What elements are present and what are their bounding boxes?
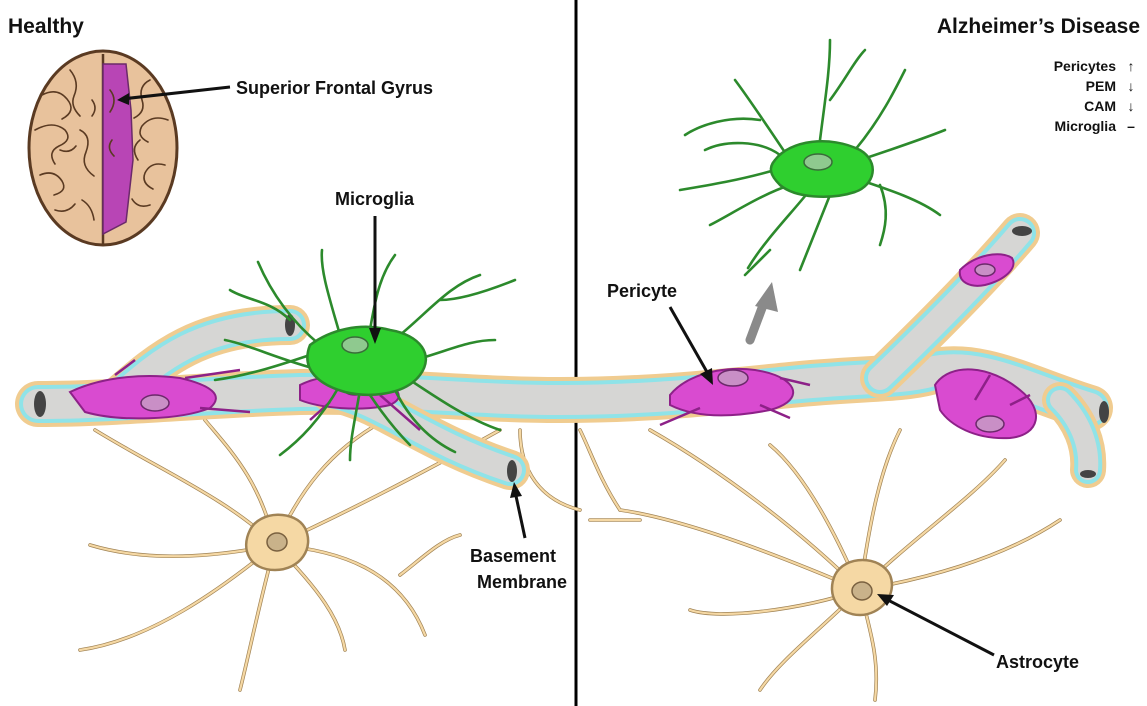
pericyte-label: Pericyte [607,281,677,301]
decrease-arrow-icon: ↓ [1128,98,1135,114]
legend-label-microglia: Microglia [1055,118,1117,134]
blood-vessel [34,226,1109,482]
astrocyte-processes-right [580,430,1060,700]
gray-up-arrow-icon [750,282,778,340]
superior-frontal-gyrus-label: Superior Frontal Gyrus [236,78,433,98]
basement-membrane-label-line1: Basement [470,546,556,566]
microglia-label: Microglia [335,189,415,209]
legend-label-pericytes: Pericytes [1054,58,1116,74]
brain-icon [29,51,177,245]
healthy-title: Healthy [8,15,84,38]
pericyte-pointer-line [670,307,707,372]
astrocyte-cell-left [246,515,308,570]
microglia-cell-ad [680,40,945,275]
microglia-cell-healthy [215,250,515,460]
astrocyte-cell-right [832,560,892,615]
increase-arrow-icon: ↑ [1128,58,1135,74]
legend-label-cam: CAM [1084,98,1116,114]
legend-label-pem: PEM [1086,78,1116,94]
basement-membrane-label-line2: Membrane [477,572,567,592]
decrease-arrow-icon: ↓ [1128,78,1135,94]
pericyte-cell [960,254,1014,286]
no-change-dash-icon: – [1127,118,1135,134]
astrocyte-pointer-line [888,600,994,655]
legend: Pericytes ↑ PEM ↓ CAM ↓ Microglia – [1054,58,1135,134]
astrocyte-label: Astrocyte [996,652,1079,672]
alzheimers-title: Alzheimer’s Disease [937,15,1140,38]
basement-membrane-pointer-line [516,496,525,538]
